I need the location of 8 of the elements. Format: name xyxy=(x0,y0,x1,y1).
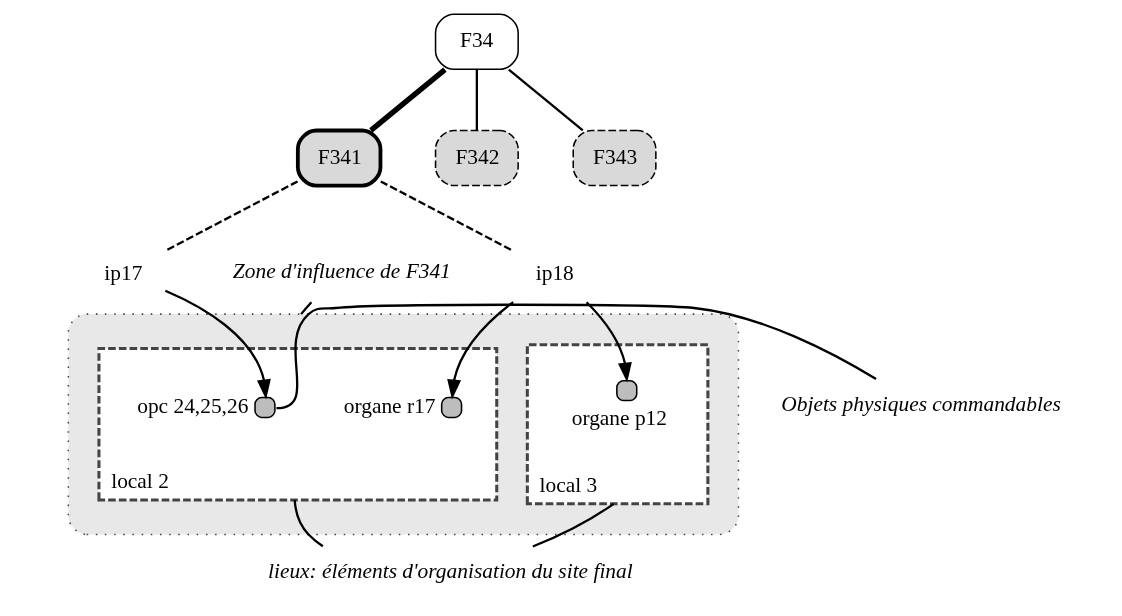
node-text: lieux: éléments d'organisation du site final xyxy=(268,559,633,584)
node-label: organe p12 xyxy=(571,406,668,431)
node-text: ip17 xyxy=(104,261,143,285)
node-text: ip18 xyxy=(535,261,574,285)
node-label: opc 24,25,26 xyxy=(137,394,249,419)
node-text: Zone d'influence de F341 xyxy=(232,259,451,284)
node-label: organe r17 xyxy=(343,394,436,419)
node-text: Objets physiques commandables xyxy=(781,391,1061,416)
